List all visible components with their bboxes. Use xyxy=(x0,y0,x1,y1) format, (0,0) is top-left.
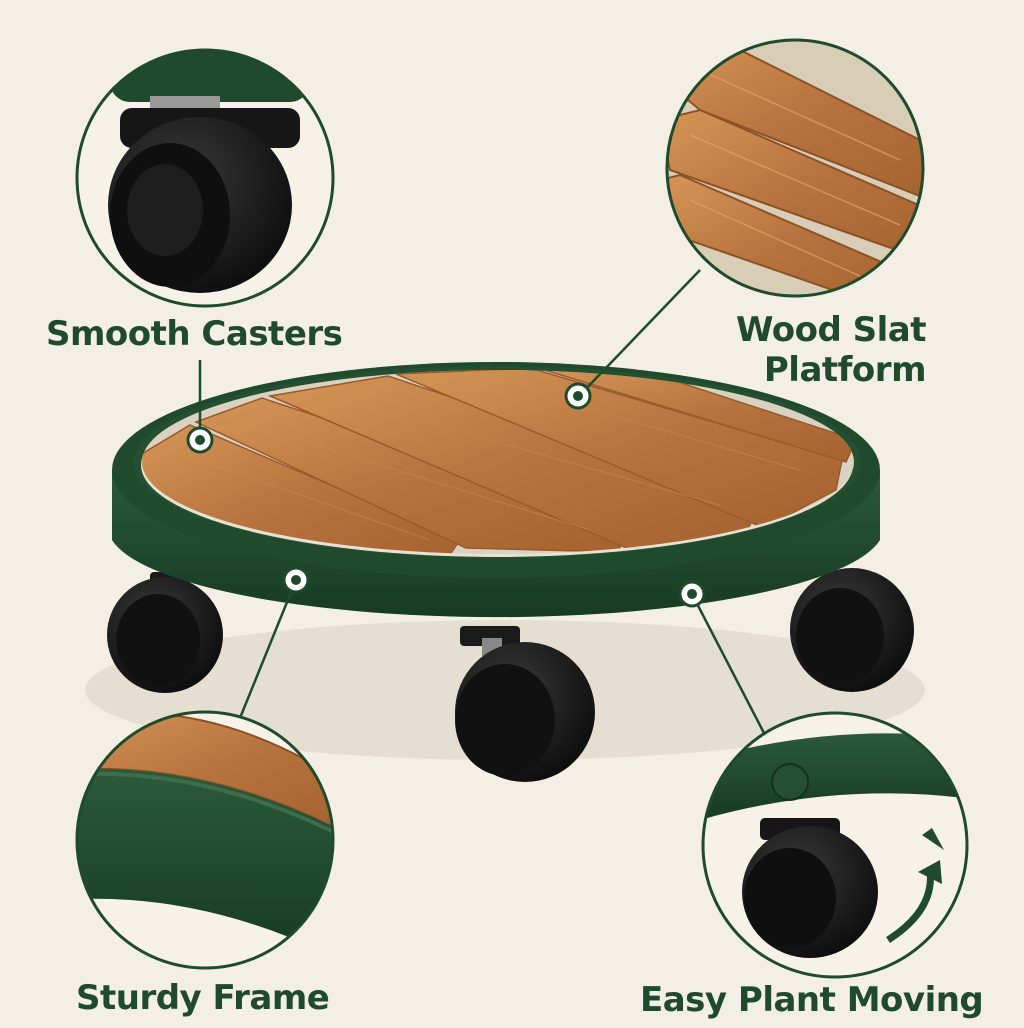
detail-easy-plant-moving xyxy=(701,711,969,979)
label-wood-slat-platform: Wood Slat Platform xyxy=(735,310,927,390)
curved-arrow-icon xyxy=(886,828,944,943)
wood-slats xyxy=(142,370,854,554)
detail-wood-slat-platform xyxy=(665,38,925,298)
caster-front-left xyxy=(455,626,595,782)
label-easy-plant-moving: Easy Plant Moving xyxy=(640,980,984,1020)
caster-back-right xyxy=(790,568,914,692)
detail-smooth-casters xyxy=(75,48,335,308)
detail-sturdy-frame xyxy=(75,710,335,970)
callout-dots xyxy=(186,382,706,608)
label-smooth-casters: Smooth Casters xyxy=(46,314,343,354)
caster-back-left xyxy=(107,572,223,693)
callout-lines xyxy=(198,269,767,736)
label-sturdy-frame: Sturdy Frame xyxy=(76,978,330,1018)
